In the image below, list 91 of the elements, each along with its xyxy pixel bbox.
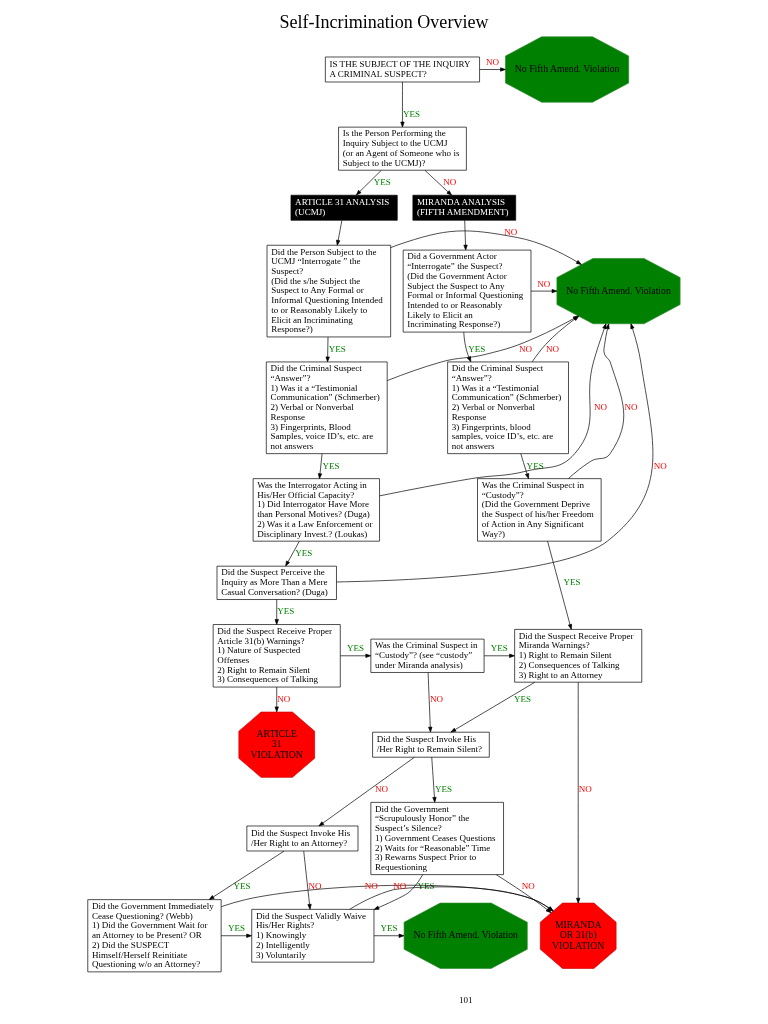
node-box: Did the Government “Scrupulously Honor” the Suspect’s Silence? 1) Government Ceases Questions 2) Waits for “Reasonable” Time 3) Rewarns Suspect Prior to Requestioning bbox=[370, 802, 504, 875]
arrow bbox=[274, 599, 279, 625]
node-box: Did the Criminal Suspect “Answer”? 1) Was it a “Testimonial Communication” (Schmerber) 2) Verbal or Nonverbal Response 3) Fingerprints, Blood Samples, voice ID’s, etc. are not answers bbox=[265, 361, 388, 454]
arrow bbox=[424, 170, 452, 196]
arrow bbox=[285, 541, 300, 567]
arrow bbox=[340, 653, 372, 658]
edge-label: NO bbox=[653, 460, 667, 471]
edge-label: NO bbox=[578, 784, 592, 795]
node-box: Did the Suspect Invoke His /Her Right to Remain Silent? bbox=[372, 731, 490, 758]
arrow bbox=[576, 681, 581, 904]
label: 101 bbox=[458, 994, 473, 1005]
arrow bbox=[349, 886, 554, 912]
edge-label: YES bbox=[417, 881, 435, 892]
arrow bbox=[221, 884, 554, 912]
arrow bbox=[479, 67, 506, 72]
edge-label: NO bbox=[504, 227, 518, 238]
edge-label: NO bbox=[485, 56, 499, 67]
node-box: Did the Suspect Validly Waive His/Her Rights? 1) Knowingly 2) Intelligently 3) Voluntarily bbox=[251, 909, 375, 963]
edge-label: NO bbox=[429, 693, 444, 704]
edge-label: NO bbox=[375, 784, 389, 795]
arrow bbox=[386, 315, 579, 381]
arrow bbox=[531, 315, 579, 363]
node-box: Did the Suspect Perceive the Inquiry as More Than a Mere Casual Conversation? (Duga) bbox=[216, 565, 337, 600]
arrow bbox=[208, 850, 285, 900]
arrow bbox=[530, 289, 558, 294]
edge-label: NO bbox=[518, 343, 532, 354]
arrow bbox=[325, 336, 330, 363]
arrow bbox=[463, 220, 468, 251]
node-box: Was the Criminal Suspect in “Custody”? (Did the Government Deprive the Suspect of his/her Freedom of Action in Any Significant Way?) bbox=[477, 478, 602, 542]
arrow bbox=[400, 81, 405, 128]
node-box: Did the Suspect Receive Proper Miranda Warnings? 1) Right to Remain Silent 2) Consequences of Talking 3) Right to an Attorney bbox=[514, 629, 643, 683]
diagram-title: Self-Incrimination Overview bbox=[279, 12, 489, 33]
node-box: Did a Government Actor “Interrogate” the Suspect? (Did the Government Actor Subject the Suspect to Any Formal or Informal Questioning Intended to or Reasonably Likely to Elicit an Incriminating Response?) bbox=[402, 249, 532, 333]
arrow bbox=[547, 540, 572, 630]
edge-label: YES bbox=[347, 643, 365, 654]
edge-label: NO bbox=[624, 402, 638, 413]
node-box: Was the Criminal Suspect in “Custody”? (see “custody” under Miranda analysis) bbox=[370, 638, 485, 673]
edge-label: YES bbox=[434, 784, 452, 795]
edge-label: YES bbox=[514, 693, 532, 704]
arrow bbox=[450, 681, 536, 733]
edge-label: NO bbox=[593, 402, 607, 413]
edge-label: YES bbox=[380, 923, 398, 934]
node-box: Did the Suspect Receive Proper Article 31(b) Warnings? 1) Nature of Suspected Offenses 2) Right to Remain Silent 3) Consequences of Talking bbox=[212, 624, 341, 688]
arrow bbox=[483, 653, 515, 658]
arrow bbox=[274, 686, 279, 713]
edge-label: NO bbox=[546, 343, 560, 354]
node-box: Was the Interrogator Acting in His/Her Official Capacity? 1) Did Interrogator Have More than Personal Motives? (Duga) 2) Was it a Law Enforcement or Disciplinary Invest.? (Loukas) bbox=[252, 478, 380, 542]
node-box: Did the Criminal Suspect “Answer”? 1) Was it a “Testimonial Communication” (Schmerber) 2) Verbal or Nonverbal Response 3) Fingerprints, blood samples, voice ID’s, etc. are not answers bbox=[447, 361, 569, 454]
edge-label: YES bbox=[373, 177, 391, 188]
arrow bbox=[379, 323, 607, 497]
edge-label: NO bbox=[443, 177, 457, 188]
arrow bbox=[520, 453, 530, 479]
node-box: MIRANDA ANALYSIS (FIFTH AMENDMENT) bbox=[412, 194, 517, 221]
node-box: Is the Person Performing the Inquiry Subject to the UCMJ (or an Agent of Someone who is Subject to the UCMJ)? bbox=[338, 126, 467, 171]
arrow bbox=[390, 230, 582, 265]
arrow bbox=[356, 170, 382, 196]
arrow bbox=[463, 331, 472, 363]
edge-label: NO bbox=[364, 881, 378, 892]
edge-label: YES bbox=[277, 606, 295, 617]
edge-label: YES bbox=[227, 923, 245, 934]
edge-label: YES bbox=[490, 643, 508, 654]
node-box: Did the Person Subject to the UCMJ “Interrogate ” the Suspect? (Did the s/he Subject the Suspect to Any Formal or Informal Questioning Intended to or Reasonably Likely to Elicit an Incriminating Response?) bbox=[266, 244, 391, 338]
arrow bbox=[431, 756, 437, 803]
edge-label: YES bbox=[295, 548, 313, 559]
arrow bbox=[373, 933, 405, 938]
edge-label: NO bbox=[308, 881, 322, 892]
edge-label: YES bbox=[322, 460, 340, 471]
node-box: ARTICLE 31 ANALYSIS (UCMJ) bbox=[290, 194, 398, 221]
edge-label: YES bbox=[233, 881, 251, 892]
edge-label: YES bbox=[563, 577, 581, 588]
arrow bbox=[336, 220, 343, 246]
arrow bbox=[303, 850, 312, 910]
arrow bbox=[318, 756, 415, 827]
edge-label: NO bbox=[537, 278, 551, 289]
arrow bbox=[220, 933, 252, 938]
arrow bbox=[317, 453, 323, 479]
node-box: Did the Government Immediately Cease Questioning? (Webb) 1) Did the Government Wait for an Attorney to be Present? OR 2) Did the SUSPECT Himself/Herself Reinitiate Questioning w/o an Attorney? bbox=[87, 899, 222, 973]
edge-label: YES bbox=[468, 343, 486, 354]
node-box: IS THE SUBJECT OF THE INQUIRY A CRIMINAL SUSPECT? bbox=[325, 56, 480, 83]
edge-label: NO bbox=[393, 881, 407, 892]
edge-label: NO bbox=[521, 881, 535, 892]
edge-label: NO bbox=[277, 693, 291, 704]
edge-label: YES bbox=[328, 343, 346, 354]
arrow bbox=[496, 874, 552, 913]
arrow bbox=[568, 323, 625, 479]
edge-label: YES bbox=[526, 460, 544, 471]
node-box: Did the Suspect Invoke His /Her Right to an Attorney? bbox=[246, 825, 359, 852]
arrow bbox=[427, 672, 433, 733]
arrow bbox=[373, 874, 424, 910]
edge-label: YES bbox=[402, 109, 421, 120]
arrow bbox=[336, 323, 654, 583]
